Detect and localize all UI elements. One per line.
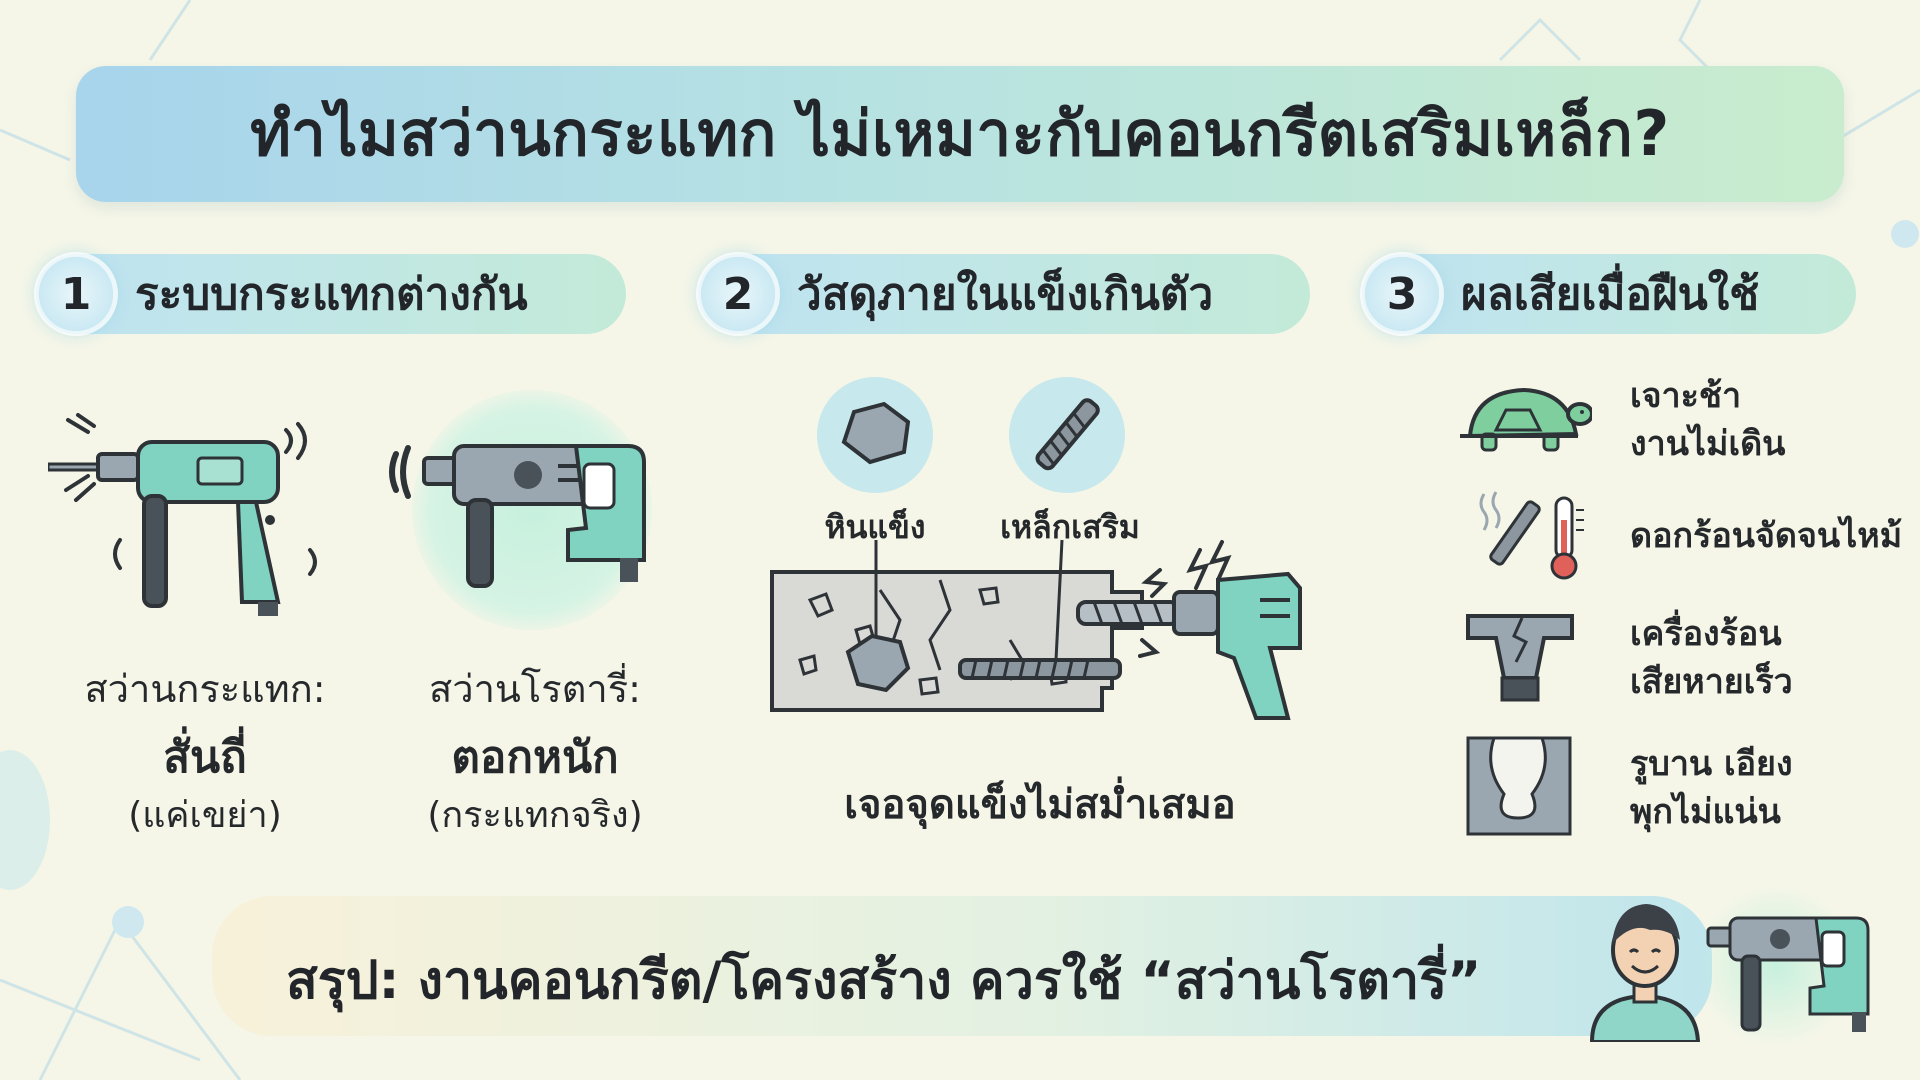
impact-drill-sub: (แค่เขย่า) [128, 795, 282, 836]
section-label-1: ระบบกระแทกต่างกัน [135, 269, 528, 320]
rebar-icon [1009, 377, 1125, 493]
effect-4-line1: รูบาน เอียง [1630, 744, 1793, 784]
rebar-label: เหล็กเสริม [1000, 508, 1140, 546]
effect-1-line1: เจาะช้า [1630, 376, 1742, 416]
effect-3-line2: เสียหายเร็ว [1630, 662, 1793, 702]
effect-4-line2: พุกไม่แน่น [1630, 792, 1781, 832]
rotary-hammer-title: สว่านโรตารี่: [429, 667, 641, 711]
section-pill-2: 2 วัสดุภายในแข็งเกินตัว [698, 254, 1310, 334]
rock-icon [817, 377, 933, 493]
section-pill-3: 3 ผลเสียเมื่อฝืนใช้ [1362, 254, 1856, 334]
rotary-hammer-icon [389, 444, 646, 588]
effect-1-line2: งานไม่เดิน [1630, 424, 1786, 464]
impact-drill-main: สั่นถี่ [163, 732, 247, 783]
effect-3-line1: เครื่องร้อน [1630, 614, 1782, 654]
section-pill-1: 1 ระบบกระแทกต่างกัน [36, 254, 626, 334]
summary-rotary-hammer-icon [1706, 916, 1870, 1032]
widened-hole-icon [1466, 736, 1572, 836]
effect-2-line1: ดอกร้อนจัดจนไหม้ [1630, 516, 1903, 556]
rock-label: หินแข็ง [824, 508, 926, 546]
section-label-3: ผลเสียเมื่อฝืนใช้ [1461, 269, 1760, 320]
turtle-icon [1460, 387, 1592, 452]
section-number-3: 3 [1365, 257, 1439, 331]
section-label-2: วัสดุภายในแข็งเกินตัว [797, 269, 1214, 320]
page-title: ทำไมสว่านกระแทก ไม่เหมาะกับคอนกรีตเสริมเ… [250, 97, 1670, 170]
title-banner: ทำไมสว่านกระแทก ไม่เหมาะกับคอนกรีตเสริมเ… [76, 66, 1844, 202]
hot-bit-thermometer-icon [1479, 491, 1584, 580]
summary-text: สรุป: งานคอนกรีต/โครงสร้าง ควรใช้ “สว่าน… [286, 951, 1482, 1011]
broken-chuck-icon [1466, 614, 1574, 702]
section-number-1: 1 [39, 257, 113, 331]
person-avatar-icon [1589, 904, 1701, 1042]
impact-drill-title: สว่านกระแทก: [84, 667, 326, 711]
materials-caption: เจอจุดแข็งไม่สม่ำเสมอ [844, 782, 1236, 828]
summary-banner [212, 896, 1712, 1036]
rotary-hammer-main: ตอกหนัก [451, 732, 619, 783]
section-number-2: 2 [701, 257, 775, 331]
concrete-block-diagram [770, 539, 1302, 720]
rotary-hammer-sub: (กระแทกจริง) [427, 795, 643, 836]
impact-drill-icon [48, 413, 317, 616]
